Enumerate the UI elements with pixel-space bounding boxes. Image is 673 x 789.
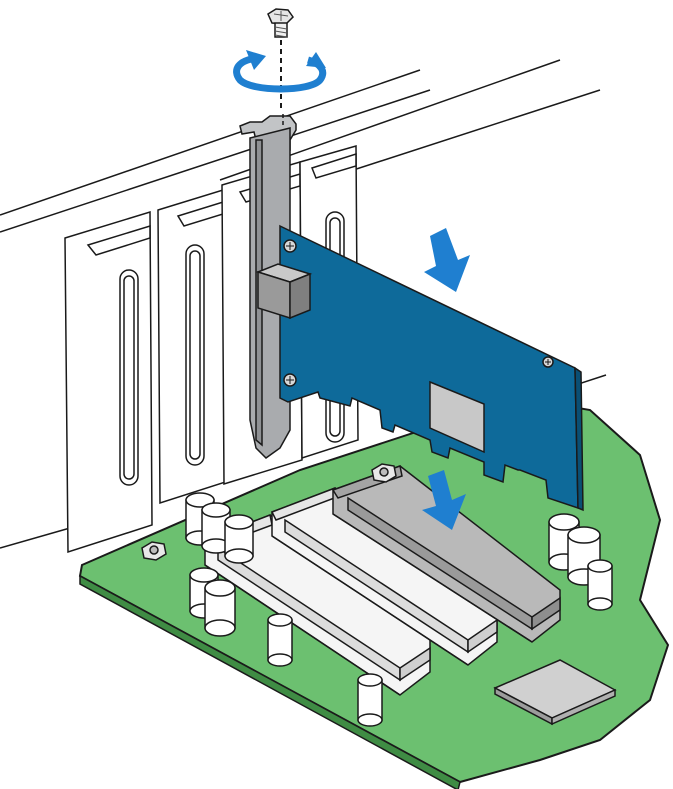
capacitor [205, 580, 235, 636]
slot-cover-1 [65, 212, 152, 552]
capacitor [588, 560, 612, 610]
capacitor [225, 515, 253, 563]
card-screw-icon [284, 240, 296, 252]
card-connector [258, 264, 310, 318]
down-arrow-icon [424, 228, 470, 292]
capacitor [358, 674, 382, 726]
card-screw-icon [284, 374, 296, 386]
screw-icon [268, 9, 293, 112]
capacitor [268, 614, 292, 666]
card-screw-icon [543, 357, 553, 367]
